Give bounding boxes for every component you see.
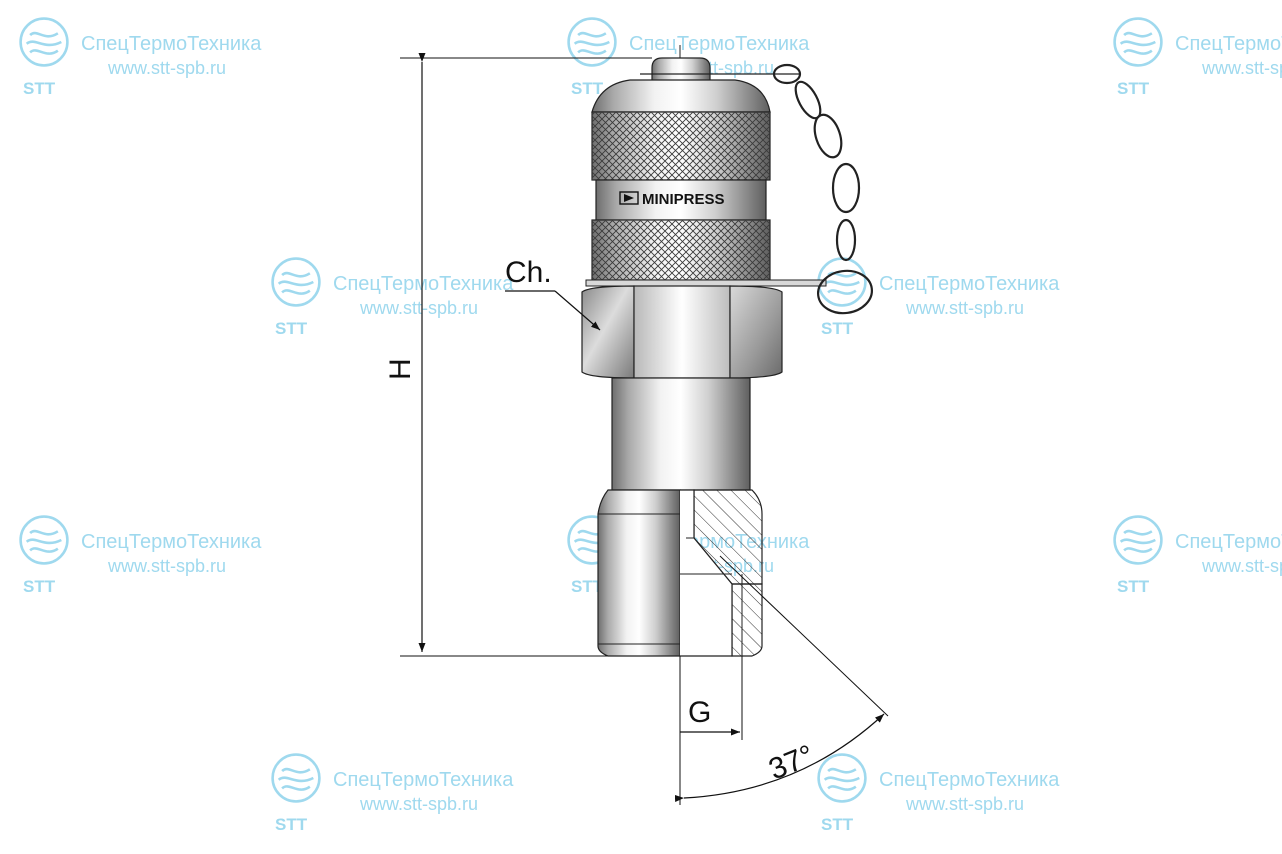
watermark-company: СпецТермоТехника	[1175, 531, 1282, 553]
watermark-company: СпецТермоТехника	[81, 531, 262, 553]
watermark-company: СпецТермоТехника	[333, 769, 514, 791]
chamfer-label: Ch.	[505, 256, 552, 289]
stt-logo-icon	[817, 753, 867, 803]
watermark-logo-text: STT	[821, 815, 854, 834]
lower-body-exterior	[597, 489, 681, 657]
brand-logo-icon	[619, 191, 639, 205]
watermark-website: www.stt-spb.ru	[905, 794, 1024, 814]
watermark-company: СпецТермоТехника	[81, 33, 262, 55]
watermark-logo-text: STT	[1117, 577, 1150, 596]
watermark-website: www.stt-spb.ru	[905, 298, 1024, 318]
watermark-company: СпецТермоТехника	[879, 769, 1060, 791]
watermark-logo-text: STT	[275, 319, 308, 338]
section-hatch-lower	[731, 583, 763, 657]
watermark-website: www.stt-spb.ru	[1201, 58, 1282, 78]
stt-logo-icon	[19, 515, 69, 565]
cap-dome	[591, 79, 771, 113]
stt-logo-icon	[19, 17, 69, 67]
watermark-logo-text: STT	[23, 577, 56, 596]
angle-arc	[674, 713, 885, 802]
angle-extension-line	[719, 555, 889, 717]
watermark-website: www.stt-spb.ru	[107, 556, 226, 576]
section-bore-outline	[680, 489, 733, 657]
thread-label: G	[688, 696, 711, 729]
hex-nut-face-left	[581, 285, 635, 379]
stt-logo-icon	[271, 753, 321, 803]
brand-label: MINIPRESS	[642, 191, 725, 208]
hex-nut-face-center	[633, 285, 731, 379]
height-label: H	[384, 358, 417, 380]
body-shaft	[611, 377, 751, 491]
watermark-website: www.stt-spb.ru	[359, 298, 478, 318]
hex-nut-face-right	[729, 285, 783, 379]
watermark-logo-text: STT	[23, 79, 56, 98]
watermark-logo-text: STT	[275, 815, 308, 834]
watermark-company: СпецТермоТехника	[879, 273, 1060, 295]
watermark-logo-text: STT	[571, 577, 604, 596]
watermark-website: www.stt-spb.ru	[107, 58, 226, 78]
watermark-website: www.stt-spb.ru	[1201, 556, 1282, 576]
watermark-company: СпецТермоТехника	[333, 273, 514, 295]
chamfer-leader-arrow	[554, 290, 601, 331]
watermark-company: СпецТермоТехника	[629, 33, 810, 55]
chain-washer	[585, 279, 827, 287]
angle-label: 37°	[764, 739, 818, 787]
watermark-logo-text: STT	[821, 319, 854, 338]
watermark-logo-text: STT	[1117, 79, 1150, 98]
upper-knurl-texture	[592, 112, 770, 180]
watermark-website: www.stt-spb.ru	[359, 794, 478, 814]
stt-logo-icon	[271, 257, 321, 307]
watermark-company: СпецТермоТехника	[1175, 33, 1282, 55]
stt-logo-icon	[1113, 515, 1163, 565]
lower-knurl-texture	[592, 220, 770, 280]
watermark-logo-text: STT	[571, 79, 604, 98]
chain	[772, 63, 873, 315]
cap-top-nub	[651, 57, 711, 83]
stt-logo-icon	[1113, 17, 1163, 67]
